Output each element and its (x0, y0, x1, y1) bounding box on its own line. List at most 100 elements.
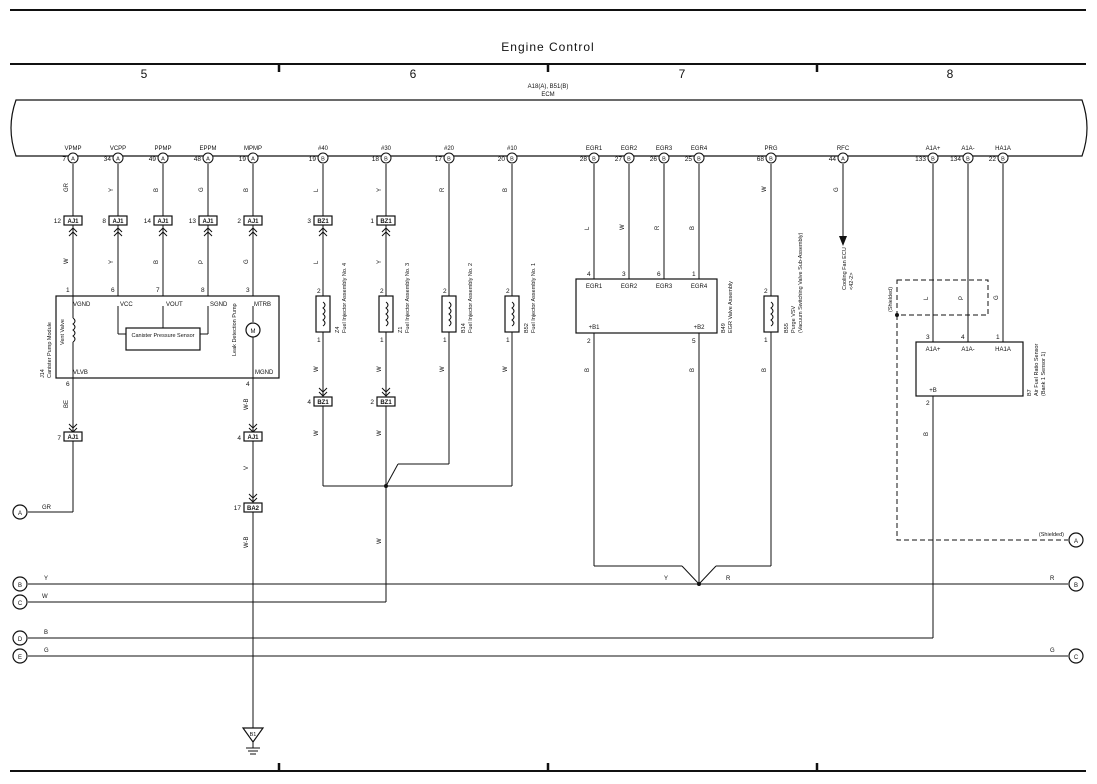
svg-text:B: B (384, 157, 388, 163)
svg-text:68: 68 (757, 156, 765, 163)
svg-text:17: 17 (435, 156, 443, 163)
svg-text:12: 12 (54, 218, 62, 225)
svg-text:8: 8 (102, 218, 106, 225)
injector-coil-icon (322, 301, 326, 327)
svg-text:B1: B1 (250, 732, 257, 738)
junction-aj1-8: 8 AJ1 (102, 215, 128, 226)
svg-text:25: 25 (685, 156, 693, 163)
svg-text:PPMP: PPMP (154, 146, 171, 152)
svg-text:A1A-: A1A- (961, 146, 974, 152)
svg-text:L: L (314, 260, 320, 264)
svg-text:EGR1: EGR1 (586, 284, 603, 290)
svg-text:A: A (251, 157, 255, 163)
svg-text:C: C (1074, 655, 1079, 661)
svg-text:1: 1 (506, 337, 510, 344)
svg-text:G: G (834, 187, 840, 192)
terminal-right-b: B (1068, 576, 1084, 592)
ecm-box: A18(A), B51(B) ECM (10, 84, 1088, 157)
diagram-title: Engine Control (501, 40, 594, 54)
svg-text:Fuel Injector Assembly No. 4: Fuel Injector Assembly No. 4 (342, 263, 348, 333)
wire-ppmp: B (154, 188, 160, 192)
svg-text:18: 18 (372, 156, 380, 163)
svg-text:B: B (1074, 583, 1078, 589)
section-5: 5 (141, 67, 148, 81)
svg-text:G: G (994, 295, 1000, 300)
svg-text:R: R (726, 576, 731, 582)
junction-bz1-2: 2 BZ1 (370, 396, 396, 407)
svg-text:4: 4 (307, 399, 311, 406)
svg-text:B: B (931, 157, 935, 163)
svg-text:Fuel Injector Assembly No. 3: Fuel Injector Assembly No. 3 (405, 263, 411, 333)
svg-text:#40: #40 (318, 146, 329, 152)
svg-text:J14: J14 (40, 369, 46, 378)
svg-text:Y: Y (664, 576, 668, 582)
svg-text:V: V (244, 466, 250, 470)
svg-text:Leak Detection Pump: Leak Detection Pump (232, 303, 238, 356)
svg-text:A1A-: A1A- (961, 347, 974, 353)
svg-text:W-B: W-B (244, 536, 250, 548)
svg-text:AJ1: AJ1 (202, 219, 214, 225)
svg-text:RFC: RFC (837, 146, 850, 152)
svg-text:2: 2 (443, 288, 447, 295)
svg-text:B14: B14 (461, 323, 467, 333)
junction-aj1-4: 4 AJ1 (237, 431, 263, 442)
svg-text:133: 133 (915, 156, 926, 163)
svg-text:4: 4 (961, 334, 965, 341)
svg-text:R: R (655, 225, 661, 230)
svg-text:26: 26 (650, 156, 658, 163)
svg-text:P: P (199, 260, 205, 264)
svg-text:48: 48 (194, 156, 202, 163)
svg-text:Y: Y (44, 576, 48, 582)
svg-text:2: 2 (926, 400, 930, 407)
cooling-fan-ecu: Cooling Fan ECU (842, 247, 848, 290)
svg-text:27: 27 (615, 156, 623, 163)
svg-text:PRG: PRG (764, 146, 777, 152)
svg-text:B: B (447, 157, 451, 163)
section-6: 6 (410, 67, 417, 81)
svg-text:BE: BE (64, 400, 70, 408)
svg-text:HA1A: HA1A (995, 347, 1011, 353)
svg-text:R: R (1050, 576, 1055, 582)
svg-text:+B2: +B2 (694, 325, 706, 331)
svg-text:3: 3 (307, 218, 311, 225)
svg-text:W: W (620, 224, 626, 230)
svg-text:B: B (690, 226, 696, 230)
svg-text:Fuel Injector Assembly No. 2: Fuel Injector Assembly No. 2 (468, 263, 474, 333)
injector-coil-icon (385, 301, 389, 327)
svg-text:(Shielded): (Shielded) (1039, 532, 1064, 538)
arrow-down-icon (839, 236, 847, 246)
svg-text:B: B (503, 188, 509, 192)
svg-text:2: 2 (764, 288, 768, 295)
air-fuel-ratio-sensor: 3 4 1 A1A+ A1A- HA1A +B 2 B7 Air Fuel Ra… (915, 334, 1047, 407)
section-8: 8 (947, 67, 954, 81)
svg-text:A: A (206, 157, 210, 163)
svg-text:1: 1 (370, 218, 374, 225)
svg-text:19: 19 (239, 156, 247, 163)
svg-text:AJ1: AJ1 (247, 219, 259, 225)
svg-text:A1A+: A1A+ (926, 146, 941, 152)
shield-box (896, 279, 989, 316)
svg-text:2: 2 (370, 399, 374, 406)
svg-text:B: B (627, 157, 631, 163)
svg-text:B: B (510, 157, 514, 163)
svg-text:4: 4 (587, 271, 591, 278)
svg-text:2: 2 (237, 218, 241, 225)
svg-text:2: 2 (506, 288, 510, 295)
svg-text:#10: #10 (507, 146, 518, 152)
svg-text:Z1: Z1 (398, 327, 404, 333)
svg-text:7: 7 (62, 156, 66, 163)
svg-text:G: G (244, 259, 250, 264)
svg-text:28: 28 (580, 156, 588, 163)
